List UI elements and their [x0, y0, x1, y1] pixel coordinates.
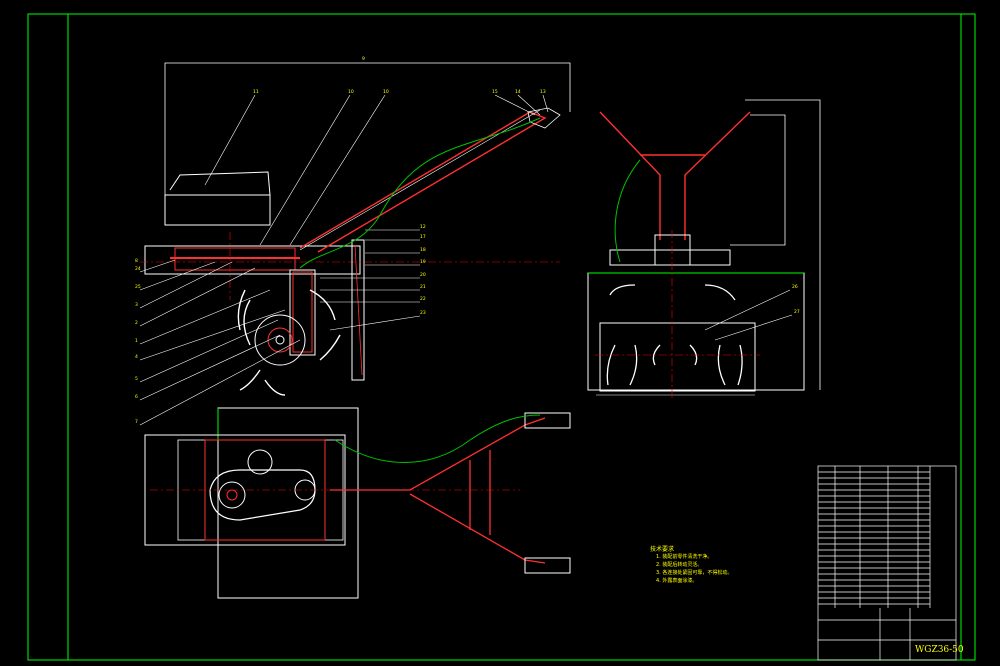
engine-body [164, 171, 271, 226]
part-balloon: 10 [383, 89, 389, 95]
tine-rotor [237, 289, 341, 396]
front-cable [614, 159, 641, 263]
gearbox-column [289, 269, 316, 356]
part-balloon: 25 [135, 284, 141, 290]
part-balloon: 11 [253, 89, 259, 95]
side-leaders [139, 94, 549, 426]
front-tines [606, 284, 743, 386]
part-balloon: 13 [540, 89, 546, 95]
part-balloon: 4 [135, 354, 138, 360]
technical-note-4: 4. 外露表面涂漆。 [656, 578, 698, 584]
side-dimension-frame [164, 62, 571, 218]
part-balloon: 8 [135, 258, 138, 264]
drawing-number: WGZ36-50 [915, 645, 964, 655]
part-balloon: 20 [420, 272, 426, 278]
part-balloon: 22 [420, 296, 426, 302]
technical-note-2: 2. 装配后转动灵活。 [656, 562, 703, 568]
outer-frame [27, 13, 976, 661]
inner-frame [67, 13, 962, 661]
top-cable [334, 414, 541, 463]
part-balloon: 14 [515, 89, 521, 95]
part-balloon: 1 [135, 338, 138, 344]
side-view [139, 62, 571, 426]
part-balloon: 27 [794, 309, 800, 315]
part-balloon: 6 [135, 394, 138, 400]
side-cable [299, 117, 541, 269]
part-balloon: 19 [420, 259, 426, 265]
part-balloon: 18 [420, 247, 426, 253]
part-balloon: 3 [135, 302, 138, 308]
part-balloon: 23 [420, 310, 426, 316]
top-frame [217, 407, 359, 599]
title-block [817, 465, 957, 661]
handle-bar [299, 111, 547, 253]
top-view [144, 407, 571, 599]
front-handle-bar [599, 111, 751, 240]
part-balloon: 9 [362, 56, 365, 62]
part-balloon: 10 [348, 89, 354, 95]
part-balloon: 21 [420, 284, 426, 290]
part-balloon: 12 [420, 224, 426, 230]
part-balloon: 17 [420, 234, 426, 240]
part-balloon: 15 [492, 89, 498, 95]
technical-notes-title: 技术要求 [650, 546, 675, 553]
front-rotor-cover [587, 272, 805, 391]
technical-note-3: 3. 各连接处紧固可靠，不得松动。 [656, 570, 733, 576]
depth-bar [351, 239, 365, 381]
belt-drive [209, 469, 316, 521]
top-handle-frame [330, 417, 546, 564]
part-balloon: 2 [135, 320, 138, 326]
technical-note-1: 1. 装配前零件清洗干净。 [656, 554, 713, 560]
front-view [587, 99, 821, 400]
part-balloon: 24 [135, 266, 141, 272]
part-balloon: 7 [135, 419, 138, 425]
part-balloon: 26 [792, 284, 798, 290]
part-balloon: 5 [135, 376, 138, 382]
